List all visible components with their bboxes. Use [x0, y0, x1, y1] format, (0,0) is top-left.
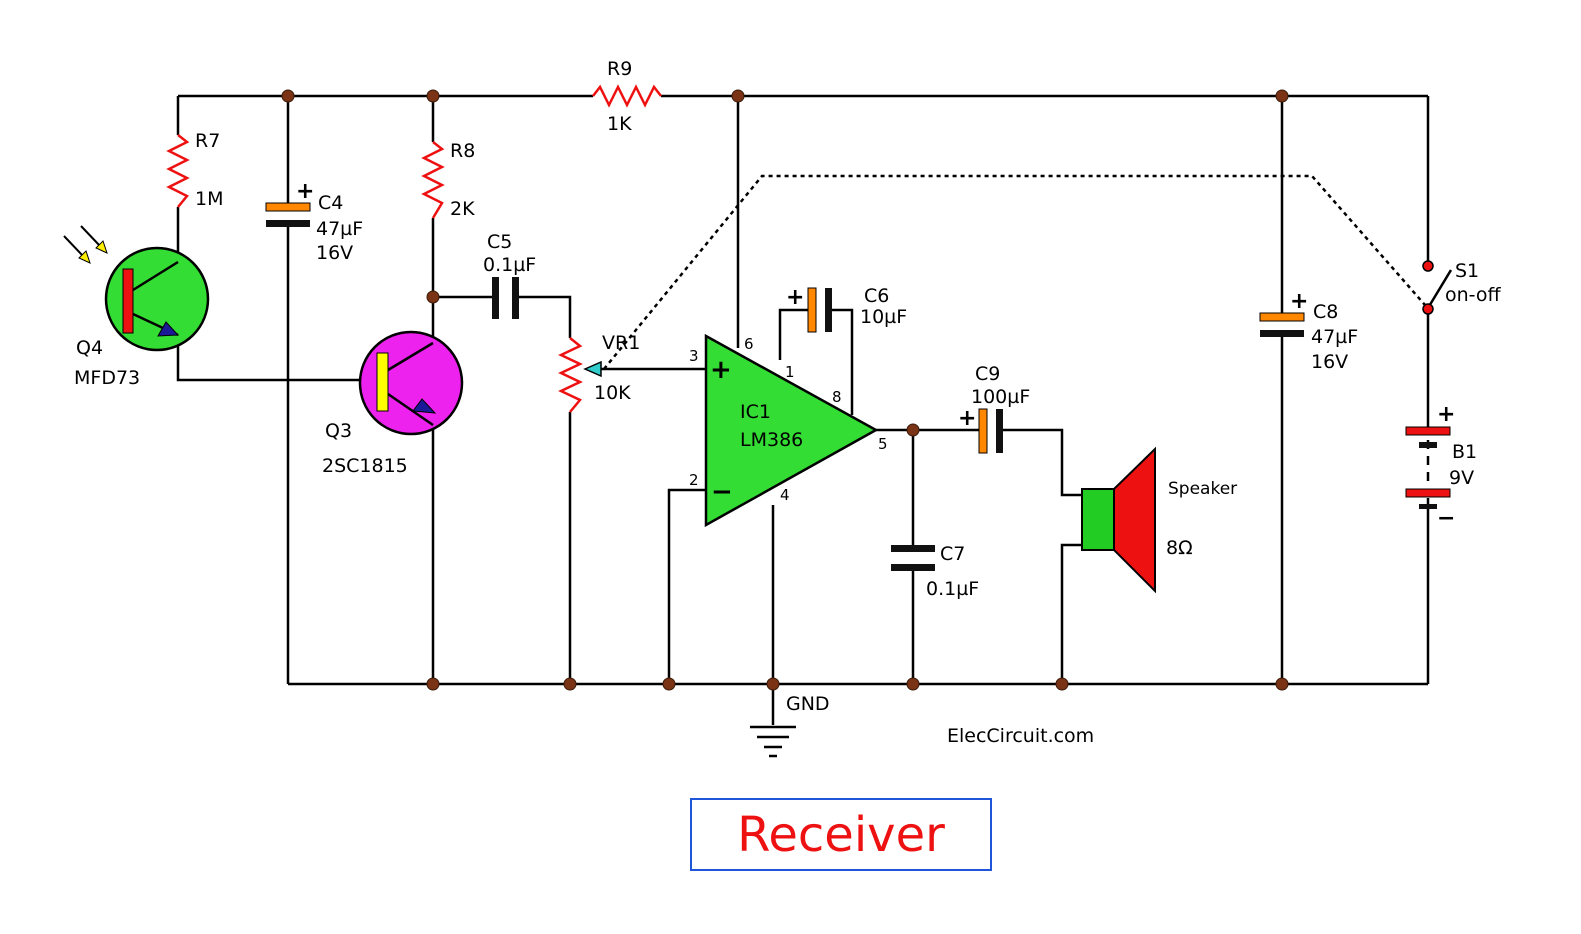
c5-ref: C5 — [487, 231, 512, 253]
q4-part: MFD73 — [74, 367, 140, 389]
c7-ref: C7 — [940, 543, 965, 565]
c8-ref: C8 — [1313, 301, 1338, 323]
capacitor-c6: + — [786, 285, 832, 333]
ic1-pin-1: 1 — [785, 363, 795, 381]
s1-label: on-off — [1445, 284, 1501, 306]
c9-ref: C9 — [975, 363, 1000, 385]
ic1-pin-3: 3 — [689, 347, 699, 365]
wires — [176, 94, 1453, 758]
q3-ref: Q3 — [325, 420, 352, 442]
c8-plus: + — [1290, 289, 1308, 314]
ic1-lm386: + − IC1 LM386 3 2 6 1 8 5 4 — [689, 333, 888, 528]
c6-value: 10µF — [860, 306, 907, 328]
c4-value: 47µF — [316, 218, 363, 240]
potentiometer-vr1 — [558, 337, 602, 413]
b1-value: 9V — [1449, 467, 1474, 489]
diagram-title: Receiver — [690, 798, 992, 871]
r9-ref: R9 — [607, 58, 632, 80]
ground-label: GND — [786, 693, 830, 715]
switch-s1 — [1422, 260, 1434, 315]
r7-ref: R7 — [195, 130, 220, 152]
ic1-pin-5: 5 — [878, 435, 888, 453]
ic1-pin-2: 2 — [689, 471, 699, 489]
speaker-label: Speaker — [1168, 479, 1237, 499]
c4-ref: C4 — [318, 192, 343, 214]
capacitor-c4: + — [265, 179, 314, 227]
junction-nodes — [281, 89, 1289, 691]
c6-plus: + — [786, 285, 804, 310]
c7-value: 0.1µF — [926, 578, 979, 600]
light-rays-icon — [63, 225, 108, 264]
r8-ref: R8 — [450, 140, 475, 162]
r8-value: 2K — [450, 198, 475, 220]
s1-ref: S1 — [1455, 260, 1479, 282]
c8-voltage: 16V — [1311, 351, 1348, 373]
capacitor-c8: + — [1259, 289, 1308, 337]
component-labels: R7 1M R8 2K R9 1K C4 47µF 16V C5 0.1µF C… — [74, 58, 1501, 747]
c5-value: 0.1µF — [483, 254, 536, 276]
vr1-wiper-arrow — [583, 360, 602, 378]
vr1-value: 10K — [594, 382, 631, 404]
b1-plus: + — [1437, 402, 1455, 427]
capacitor-c9: + — [958, 406, 1003, 454]
c4-voltage: 16V — [316, 242, 353, 264]
ic1-pin-8: 8 — [832, 388, 842, 406]
b1-ref: B1 — [1452, 441, 1477, 463]
ic1-pin-4: 4 — [780, 486, 790, 504]
diagram-title-text: Receiver — [737, 806, 945, 863]
phototransistor-q4 — [63, 225, 210, 352]
c8-value: 47µF — [1311, 326, 1358, 348]
vr1-ref: VR1 — [602, 332, 640, 354]
battery-b1: + − — [1405, 402, 1455, 531]
c9-plus: + — [958, 406, 976, 431]
ic1-plus: + — [710, 355, 732, 385]
ic1-minus: − — [711, 477, 733, 507]
c6-ref: C6 — [864, 285, 889, 307]
ic1-pin-6: 6 — [744, 335, 754, 353]
ic1-ref: IC1 — [740, 401, 771, 423]
c4-plus: + — [296, 179, 314, 204]
resistor-r7 — [166, 134, 190, 208]
resistor-r9 — [592, 84, 662, 108]
speaker-impedance: 8Ω — [1166, 537, 1193, 559]
capacitor-c5 — [492, 277, 519, 319]
q3-part: 2SC1815 — [322, 455, 408, 477]
watermark: ElecCircuit.com — [947, 725, 1094, 747]
q4-ref: Q4 — [76, 337, 103, 359]
ic1-part: LM386 — [740, 429, 803, 451]
transistor-q3 — [358, 330, 464, 436]
r7-value: 1M — [195, 188, 223, 210]
b1-minus: − — [1437, 506, 1455, 531]
resistor-r8 — [421, 141, 445, 219]
speaker-icon — [1081, 446, 1156, 594]
capacitor-c7 — [891, 545, 935, 571]
r9-value: 1K — [607, 113, 632, 135]
c9-value: 100µF — [971, 386, 1030, 408]
